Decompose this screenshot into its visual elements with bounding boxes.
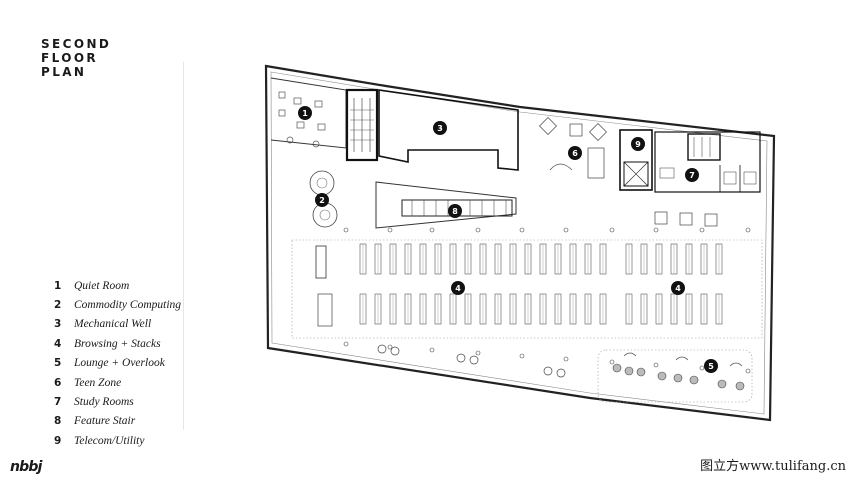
plan-marker-3: 3	[433, 121, 447, 135]
plan-marker-5-label: 5	[708, 362, 714, 371]
title-line-3: PLAN	[41, 65, 87, 79]
column-marker	[745, 227, 751, 233]
stair-core	[345, 88, 379, 162]
divider-line	[183, 62, 184, 430]
legend-label: Quiet Room	[74, 279, 130, 292]
legend-item: 6 Teen Zone	[54, 373, 181, 392]
plan-marker-7-label: 7	[689, 171, 695, 180]
legend-item: 3 Mechanical Well	[54, 315, 181, 334]
legend-item: 5 Lounge + Overlook	[54, 354, 181, 373]
plan-marker-4b-label: 4	[675, 284, 681, 293]
mechanical-well	[378, 89, 519, 171]
lounge-overlook	[597, 349, 753, 403]
legend-label: Commodity Computing	[74, 299, 182, 312]
column-marker	[519, 353, 525, 359]
legend-item: 8 Feature Stair	[54, 412, 181, 431]
column-marker	[699, 365, 705, 371]
legend-number: 7	[54, 396, 62, 409]
legend-number: 1	[54, 279, 62, 292]
column-marker	[387, 227, 393, 233]
plan-title: SECOND FLOOR PLAN	[41, 37, 111, 79]
plan-marker-9-label: 9	[635, 140, 641, 149]
legend-number: 3	[54, 318, 62, 331]
stacks-zone-boundary	[291, 239, 763, 339]
title-line-2: FLOOR	[41, 51, 99, 65]
study-rooms	[654, 131, 761, 193]
plan-marker-5: 5	[704, 359, 718, 373]
legend: 1 Quiet Room 2 Commodity Computing 3 Mechan…	[54, 276, 181, 451]
column-marker	[653, 362, 659, 368]
column-marker	[343, 227, 349, 233]
legend-label: Teen Zone	[74, 376, 122, 389]
column-marker	[609, 227, 615, 233]
nbbj-logo: nbbj	[10, 459, 42, 475]
column-marker	[343, 341, 349, 347]
building-inner-outline	[270, 71, 768, 415]
column-marker	[563, 227, 569, 233]
reading-tables	[315, 211, 718, 327]
legend-item: 2 Commodity Computing	[54, 295, 181, 314]
plan-marker-3-label: 3	[437, 124, 443, 133]
column-marker	[745, 368, 751, 374]
column-marker	[609, 359, 615, 365]
plan-marker-6: 6	[568, 146, 582, 160]
column-marker	[429, 227, 435, 233]
legend-label: Mechanical Well	[74, 318, 152, 331]
building-outline	[264, 64, 776, 422]
teen-zone-furniture	[539, 117, 607, 179]
watermark-text: 图立方www.tulifang.cn	[700, 459, 846, 474]
column-marker	[387, 344, 393, 350]
plan-marker-4b: 4	[671, 281, 685, 295]
plan-marker-2: 2	[315, 193, 329, 207]
column-marker	[563, 356, 569, 362]
legend-label: Study Rooms	[74, 396, 134, 409]
legend-item: 7 Study Rooms	[54, 392, 181, 411]
column-marker	[699, 227, 705, 233]
legend-number: 5	[54, 357, 62, 370]
structural-columns	[343, 227, 751, 374]
legend-number: 2	[54, 299, 62, 312]
legend-number: 6	[54, 376, 62, 389]
legend-label: Feature Stair	[74, 415, 136, 428]
legend-item: 9 Telecom/Utility	[54, 431, 181, 450]
plan-marker-7: 7	[685, 168, 699, 182]
column-marker	[519, 227, 525, 233]
column-marker	[429, 347, 435, 353]
column-marker	[653, 227, 659, 233]
title-line-1: SECOND	[41, 37, 112, 51]
plan-marker-8-label: 8	[452, 207, 458, 216]
book-stacks	[359, 243, 723, 325]
column-marker	[475, 227, 481, 233]
legend-item: 1 Quiet Room	[54, 276, 181, 295]
legend-item: 4 Browsing + Stacks	[54, 334, 181, 353]
telecom-utility	[619, 129, 653, 191]
feature-stair	[375, 181, 517, 229]
legend-label: Lounge + Overlook	[74, 357, 165, 370]
perimeter-lounge-chairs	[377, 344, 566, 378]
legend-number: 4	[54, 337, 62, 350]
plan-marker-6-label: 6	[572, 149, 578, 158]
plan-marker-1: 1	[298, 106, 312, 120]
plan-marker-1-label: 1	[302, 109, 308, 118]
plan-marker-2-label: 2	[319, 196, 325, 205]
plan-marker-8: 8	[448, 204, 462, 218]
plan-marker-9: 9	[631, 137, 645, 151]
legend-number: 9	[54, 434, 62, 447]
plan-marker-4a: 4	[451, 281, 465, 295]
plan-marker-4a-label: 4	[455, 284, 461, 293]
legend-number: 8	[54, 415, 62, 428]
legend-label: Telecom/Utility	[74, 434, 145, 447]
column-marker	[475, 350, 481, 356]
legend-label: Browsing + Stacks	[74, 337, 161, 350]
